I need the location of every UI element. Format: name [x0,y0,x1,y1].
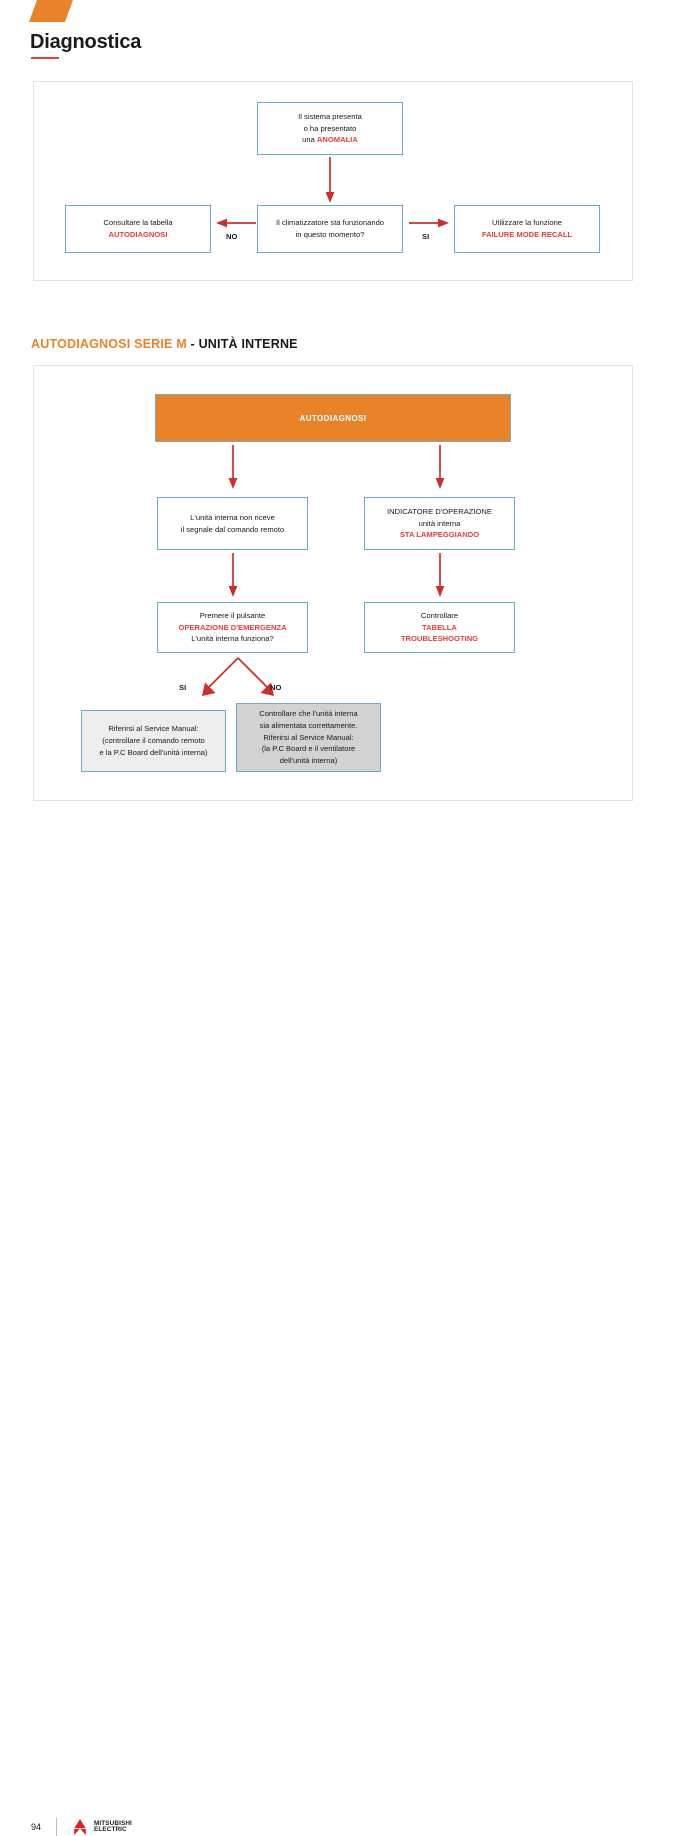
flow2-right1-line1: INDICATORE D'OPERAZIONE [387,506,492,516]
flow2-label-si: SI [179,683,187,692]
flow2-result-si-line1: Riferirsi al Service Manual: [108,724,199,734]
flow2-left2-line3: L'unità interna funziona? [191,634,274,644]
flow2-left-box-1: L'unità interna non riceve il segnale da… [157,497,308,550]
flow2-right1-line2: unità interna [418,518,461,528]
flow1-arrow-right-si [409,218,449,228]
section-heading-dark: - UNITÀ INTERNE [186,337,298,351]
flow1-arrow-left-no [216,218,256,228]
flow2-arrow-diagonal-si [198,656,242,700]
flow2-right1-line3-emphasis: STA LAMPEGGIANDO [399,530,480,540]
flow1-left-line2-emphasis: AUTODIAGNOSI [108,230,168,239]
flow2-result-no-line5: dell'unità interna) [279,756,338,766]
flow2-left2-line1: Premere il pulsante [199,610,266,620]
flow1-decision-line1: Il climatizzatore sta funzionando [275,218,385,228]
flow1-start-line2: o ha presentato [303,123,357,133]
flow1-start-line1: Il sistema presenta [298,111,362,121]
mitsubishi-electric-logo: MITSUBISHI ELECTRIC [70,1818,132,1836]
flow2-result-no-line1: Controllare che l'unità interna [259,709,358,719]
flow2-arrow-down-right-2 [435,553,445,598]
flowchart-panel-two: AUTODIAGNOSI L'unità interna non riceve … [33,365,633,801]
flow2-result-box-no: Controllare che l'unità interna sia alim… [236,703,381,772]
flow2-banner: AUTODIAGNOSI [155,394,511,442]
flow2-result-si-line3: e la P.C Board dell'unità interna) [99,747,208,757]
title-underline-accent [31,57,59,59]
orange-slash-decoration [28,0,74,22]
flow1-label-si: SI [422,232,430,241]
page-footer: 94 MITSUBISHI ELECTRIC [0,905,678,1836]
flow1-decision-line2: in questo momento? [295,230,365,239]
flowchart-panel-one: Il sistema presenta o ha presentato una … [33,81,633,281]
flow1-right-line2-emphasis: FAILURE MODE RECALL [481,230,573,239]
flow1-right-line1: Utilizzare la funzione [491,218,563,228]
flow2-arrow-diagonal-no [234,656,278,700]
flow2-right-box-1: INDICATORE D'OPERAZIONE unità interna ST… [364,497,515,550]
flow2-result-no-line2: sia alimentata correttamente. [259,720,358,730]
flow2-right2-line2-emphasis: TABELLA [422,622,457,632]
flow1-arrow-down [325,157,335,204]
page-number: 94 [31,1822,42,1832]
flow2-result-si-line2: (controllare il comando remoto [102,736,205,746]
flow2-right2-line3-emphasis: TROUBLESHOOTING [400,634,479,644]
flow1-start-line3: una ANOMALIA [298,134,362,146]
flow2-left1-line1: L'unità interna non riceve [190,512,275,522]
flow2-left-box-2: Premere il pulsante OPERAZIONE D'EMERGEN… [157,602,308,653]
footer-divider [56,1818,57,1836]
flow2-arrow-down-left [228,445,238,490]
brand-text: MITSUBISHI ELECTRIC [94,1820,132,1834]
flow2-left2-line2-emphasis: OPERAZIONE D'EMERGENZA [178,622,287,632]
flow1-decision-box: Il climatizzatore sta funzionando in que… [257,205,403,253]
section-heading: AUTODIAGNOSI SERIE M - UNITÀ INTERNE [31,337,298,351]
flow1-left-line1: Consultare la tabella [103,218,173,228]
three-diamonds-icon [74,1819,86,1835]
flow2-label-no: NO [270,683,282,692]
flow2-result-no-line4: (la P.C Board e il ventilatore [261,744,356,754]
flow1-start-line3-prefix: una [302,135,317,145]
flow2-arrow-down-right [435,445,445,490]
flow2-right2-line1: Controllare [420,610,459,620]
flow2-result-box-si: Riferirsi al Service Manual: (controllar… [81,710,226,772]
brand-line-2: ELECTRIC [94,1826,127,1833]
flow1-left-box: Consultare la tabella AUTODIAGNOSI [65,205,211,253]
page-title: Diagnostica [30,31,142,53]
flow2-right-box-2: Controllare TABELLA TROUBLESHOOTING [364,602,515,653]
section-heading-orange: AUTODIAGNOSI SERIE M [31,337,187,351]
flow2-left1-line2: il segnale dal comando remoto [180,524,285,534]
flow1-label-no: NO [226,232,238,241]
flow1-start-box: Il sistema presenta o ha presentato una … [257,102,403,155]
flow2-result-no-line3: Riferirsi al Service Manual: [263,732,354,742]
flow2-arrow-down-left-2 [228,553,238,598]
flow1-start-line3-emphasis: ANOMALIA [316,135,358,145]
flow1-right-box: Utilizzare la funzione FAILURE MODE RECA… [454,205,600,253]
